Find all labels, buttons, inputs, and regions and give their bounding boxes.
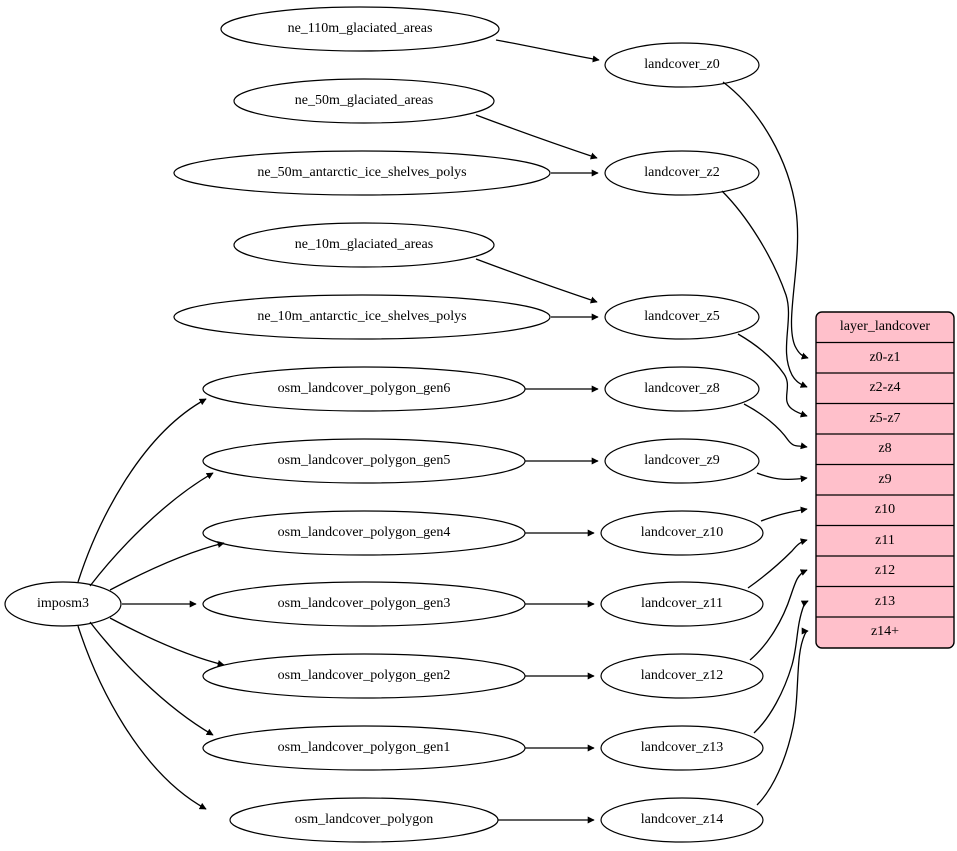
node-ne-50m-glaciated-areas[interactable] — [233, 78, 495, 124]
node-osm-landcover-polygon-gen2[interactable] — [202, 653, 526, 699]
table-body — [815, 311, 955, 649]
node-osm-landcover-polygon-gen3[interactable] — [202, 581, 526, 627]
node-landcover-z8[interactable] — [604, 366, 760, 412]
edge-imposm3-to-gen5 — [89, 472, 214, 587]
node-landcover-z12[interactable] — [600, 653, 764, 699]
node-landcover-z0[interactable] — [604, 42, 760, 88]
node-ne-50m-antarctic-ice-shelves-polys[interactable] — [173, 150, 551, 196]
node-ne-110m-glaciated-areas[interactable] — [220, 6, 500, 52]
node-landcover-z2[interactable] — [604, 150, 760, 196]
edge-z10-to-row-z10 — [760, 506, 808, 522]
edge-ne110m-to-z0 — [495, 39, 600, 63]
edge-z2-to-row-z2z4 — [721, 190, 808, 388]
node-osm-landcover-polygon-gen1[interactable] — [202, 725, 526, 771]
edge-imposm3-to-gen1 — [89, 621, 214, 736]
table-row-dividers — [816, 341, 954, 618]
edge-z9-to-row-z9 — [756, 472, 808, 483]
table-layer-landcover[interactable] — [815, 311, 955, 649]
edges — [77, 39, 809, 824]
edge-imposm3-to-polygon — [77, 625, 207, 810]
node-landcover-z14[interactable] — [600, 797, 764, 843]
node-osm-landcover-polygon-gen4[interactable] — [202, 510, 526, 556]
node-osm-landcover-polygon-gen6[interactable] — [202, 366, 526, 412]
edge-ne50mglac-to-z2 — [475, 114, 598, 160]
node-imposm3[interactable] — [4, 581, 122, 627]
node-landcover-z9[interactable] — [604, 438, 760, 484]
edge-z8-to-row-z8 — [743, 403, 808, 450]
edge-z5-to-row-z5z7 — [737, 333, 808, 418]
edge-z13-to-row-z13 — [753, 600, 809, 734]
node-landcover-z11[interactable] — [600, 581, 764, 627]
edge-imposm3-to-gen2 — [109, 617, 225, 667]
edge-imposm3-to-gen4 — [109, 541, 225, 591]
node-landcover-z10[interactable] — [600, 510, 764, 556]
edge-z12-to-row-z12 — [749, 569, 808, 661]
node-osm-landcover-polygon-gen5[interactable] — [202, 438, 526, 484]
node-landcover-z5[interactable] — [604, 294, 760, 340]
edge-z0-to-row-z0z1 — [722, 81, 809, 360]
edge-z11-to-row-z11 — [747, 538, 808, 589]
edge-ne10mglac-to-z5 — [475, 258, 598, 304]
edge-imposm3-to-gen6 — [77, 398, 207, 583]
node-ne-10m-antarctic-ice-shelves-polys[interactable] — [173, 294, 551, 340]
node-ne-10m-glaciated-areas[interactable] — [233, 222, 495, 268]
node-landcover-z13[interactable] — [600, 725, 764, 771]
edge-z14-to-row-z14plus — [756, 627, 809, 806]
node-osm-landcover-polygon[interactable] — [229, 797, 499, 843]
